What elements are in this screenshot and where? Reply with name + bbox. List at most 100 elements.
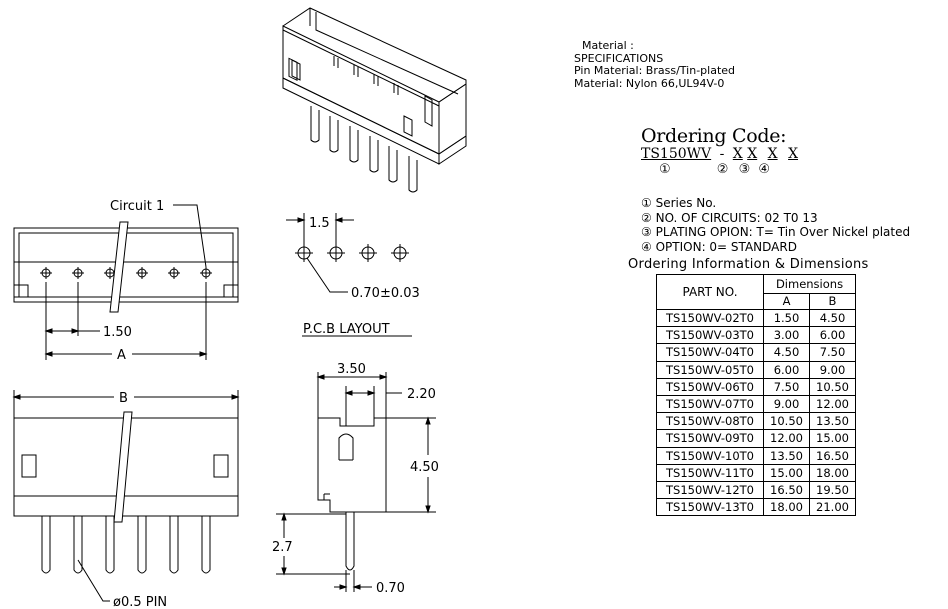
dimension-b-cell: 10.50 <box>809 377 856 396</box>
dimension-b-cell: 7.50 <box>809 343 856 362</box>
legend-item: ② NO. OF CIRCUITS: 02 T0 13 <box>641 210 818 225</box>
dimension-b-cell: 16.50 <box>809 446 856 465</box>
dimension-a-cell: 7.50 <box>763 377 810 396</box>
part-number-cell: TS150WV-03T0 <box>656 326 764 345</box>
dimension-a-cell: 15.00 <box>763 463 810 482</box>
legend-item: ③ PLATING OPION: T= Tin Over Nickel plat… <box>641 225 911 239</box>
circuit1-label: Circuit 1 <box>110 199 164 214</box>
dim-b-label: B <box>119 391 128 406</box>
ordering-code: Ordering Code: TS150WV - X X X X ① ② ③ ④ <box>641 126 798 178</box>
isometric-view <box>282 7 467 193</box>
dimension-a-cell: 3.00 <box>763 326 810 345</box>
housing-material: Material: Nylon 66,UL94V-0 <box>574 76 725 90</box>
ordering-dash: - <box>719 146 725 162</box>
dimension-a-cell: 18.00 <box>763 498 810 517</box>
dimension-a-cell: 16.50 <box>763 480 810 500</box>
part-number-cell: TS150WV-09T0 <box>656 429 764 448</box>
dimension-a-cell: 12.00 <box>763 429 810 448</box>
iso-lower-pins <box>310 106 418 193</box>
part-number-cell: TS150WV-02T0 <box>656 308 764 328</box>
part-number-cell: TS150WV-12T0 <box>656 480 764 500</box>
pin-material: Pin Material: Brass/Tin-plated <box>574 64 736 77</box>
part-number-cell: TS150WV-08T0 <box>656 412 764 431</box>
pcb-holes <box>295 244 409 262</box>
dim-a-label: A <box>117 348 126 363</box>
front-view <box>12 390 240 602</box>
ordering-info-title: Ordering Information & Dimensions <box>628 257 869 272</box>
part-number-cell: TS150WV-13T0 <box>656 498 764 517</box>
dimension-b-cell: 9.00 <box>809 360 856 379</box>
part-number-cell: TS150WV-11T0 <box>656 463 764 482</box>
side-450-label: 4.50 <box>410 460 439 475</box>
legend-item: ① Series No. <box>641 196 717 210</box>
side-view <box>276 372 436 592</box>
pcb-pitch-label: 1.5 <box>309 216 330 231</box>
pcb-layout <box>286 213 412 337</box>
dimension-b-cell: 12.00 <box>809 394 856 414</box>
ordering-code-title: Ordering Code: <box>641 125 787 147</box>
ordering-char-3: X <box>767 146 778 162</box>
part-number-cell: TS150WV-07T0 <box>656 394 764 414</box>
ordering-marker-2: ② <box>716 162 729 177</box>
pcb-layout-label: P.C.B LAYOUT <box>303 322 390 337</box>
specifications-block: Material : SPECIFICATIONS Pin Material: … <box>574 39 736 90</box>
part-number-cell: TS150WV-06T0 <box>656 377 764 396</box>
dimension-b-cell: 4.50 <box>809 308 856 328</box>
col-b-header: B <box>809 292 856 311</box>
part-number-cell: TS150WV-04T0 <box>656 343 764 362</box>
side-350-label: 3.50 <box>337 362 366 377</box>
top-view <box>13 204 239 360</box>
ordering-marker-3: ③ <box>738 162 751 177</box>
dimension-b-cell: 21.00 <box>809 498 856 517</box>
ordering-legend: ① Series No. ② NO. OF CIRCUITS: 02 T0 13… <box>641 196 910 254</box>
dimension-b-cell: 18.00 <box>809 463 856 482</box>
side-27-label: 2.7 <box>272 540 293 555</box>
dimension-b-cell: 19.50 <box>809 480 856 500</box>
iso-inner-pins <box>333 56 399 95</box>
pin-label: ø0.5 PIN <box>113 595 167 609</box>
part-number-cell: TS150WV-05T0 <box>656 360 764 379</box>
ordering-marker-1: ① <box>659 162 671 177</box>
dimension-a-cell: 4.50 <box>763 343 810 362</box>
dimension-a-cell: 6.00 <box>763 360 810 379</box>
col-a-header: A <box>763 292 810 311</box>
dimensions-header: Dimensions <box>763 274 856 294</box>
legend-item: ④ OPTION: 0= STANDARD <box>641 239 797 254</box>
side-070-label: 0.70 <box>376 581 405 596</box>
ordering-char-4: X <box>788 146 799 162</box>
material-heading: Material : <box>582 39 634 52</box>
ordering-prefix: TS150WV <box>641 146 712 162</box>
dimension-b-cell: 15.00 <box>809 429 856 448</box>
ordering-marker-4: ④ <box>758 162 771 177</box>
dimension-a-cell: 10.50 <box>763 412 810 431</box>
ordering-char-1: X <box>732 146 743 162</box>
front-view-pins <box>41 516 211 574</box>
part-no-header: PART NO. <box>656 274 764 310</box>
specifications-heading: SPECIFICATIONS <box>574 51 664 65</box>
dimension-a-cell: 9.00 <box>763 394 810 414</box>
pcb-hole-label: 0.70±0.03 <box>351 286 420 301</box>
dimension-b-cell: 13.50 <box>809 412 856 431</box>
top-view-pins <box>40 267 212 279</box>
ordering-char-2: X <box>747 146 758 162</box>
side-220-label: 2.20 <box>407 387 436 402</box>
part-number-cell: TS150WV-10T0 <box>656 446 764 465</box>
pitch-dim-label: 1.50 <box>103 325 132 340</box>
dimension-a-cell: 1.50 <box>763 308 810 328</box>
dimension-a-cell: 13.50 <box>763 446 810 465</box>
